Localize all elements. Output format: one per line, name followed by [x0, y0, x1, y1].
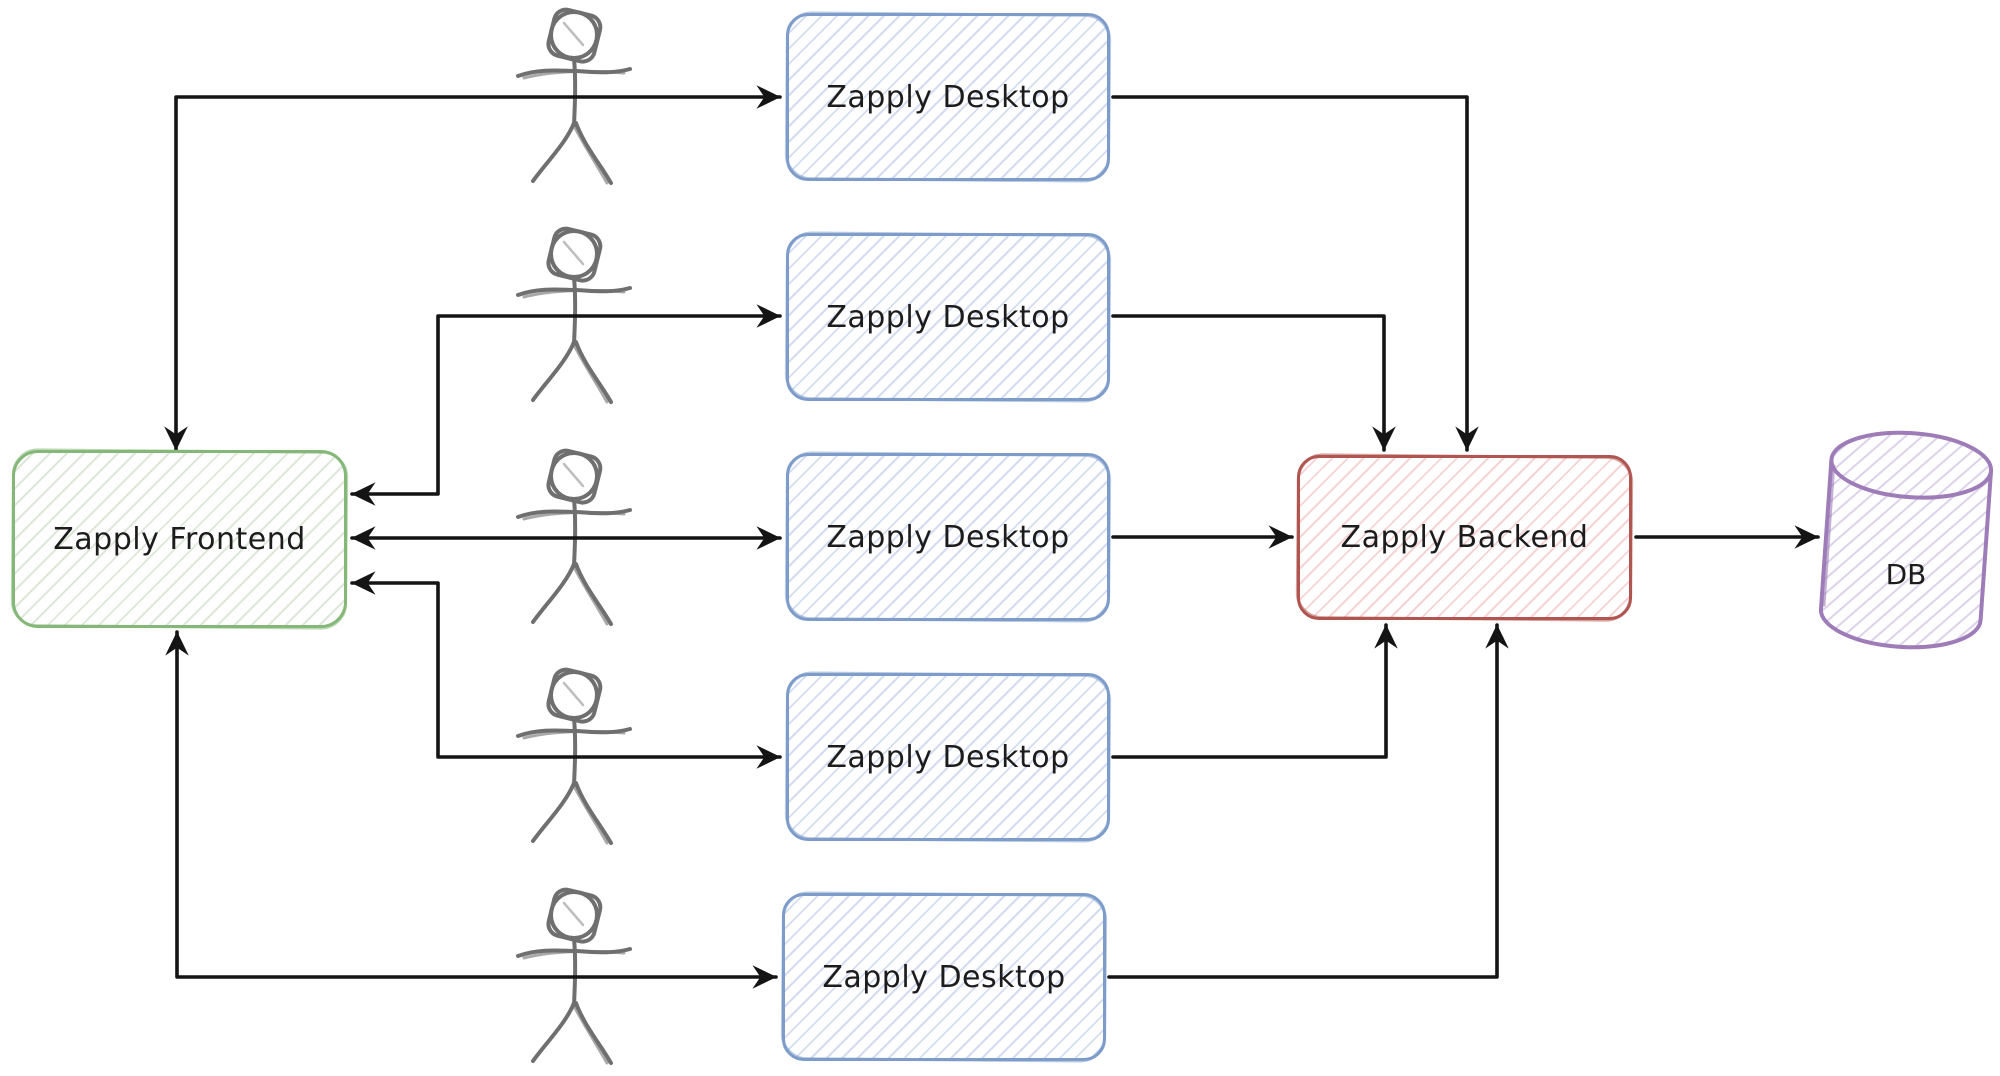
user-figure-3[interactable] — [516, 446, 632, 626]
user-figure-1[interactable] — [516, 5, 632, 186]
node-label-frontend: Zapply Frontend — [53, 521, 306, 557]
node-zapply-desktop-3[interactable]: Zapply Desktop — [786, 453, 1110, 621]
edge-desktop5-backend[interactable] — [1107, 623, 1509, 979]
node-zapply-desktop-5[interactable]: Zapply Desktop — [782, 893, 1106, 1061]
user-figure-2[interactable] — [516, 224, 632, 404]
user-figure-4[interactable] — [516, 665, 632, 845]
node-zapply-desktop-1[interactable]: Zapply Desktop — [786, 13, 1110, 181]
node-zapply-frontend[interactable]: Zapply Frontend — [12, 450, 347, 628]
node-label-desktop-2: Zapply Desktop — [826, 299, 1070, 335]
user-figure-5[interactable] — [516, 885, 632, 1065]
node-label-backend: Zapply Backend — [1340, 520, 1589, 555]
node-label-db: DB — [1885, 558, 1927, 591]
edge-desktop1-backend[interactable] — [1111, 95, 1479, 452]
edge-frontend-desktop5[interactable] — [165, 630, 778, 989]
edge-frontend-desktop1[interactable] — [164, 85, 782, 452]
edge-desktop4-backend[interactable] — [1111, 623, 1398, 759]
node-label-desktop-5: Zapply Desktop — [822, 959, 1066, 995]
db-cylinder[interactable] — [1818, 428, 1994, 653]
node-zapply-backend[interactable]: Zapply Backend — [1297, 455, 1632, 620]
node-zapply-desktop-4[interactable]: Zapply Desktop — [786, 673, 1110, 841]
edge-desktop2-backend[interactable] — [1111, 314, 1396, 452]
node-zapply-desktop-2[interactable]: Zapply Desktop — [786, 233, 1110, 401]
node-label-desktop-4: Zapply Desktop — [826, 739, 1070, 775]
edge-frontend-desktop2[interactable] — [350, 304, 782, 506]
node-label-desktop-1: Zapply Desktop — [826, 79, 1070, 115]
node-label-desktop-3: Zapply Desktop — [826, 519, 1070, 555]
